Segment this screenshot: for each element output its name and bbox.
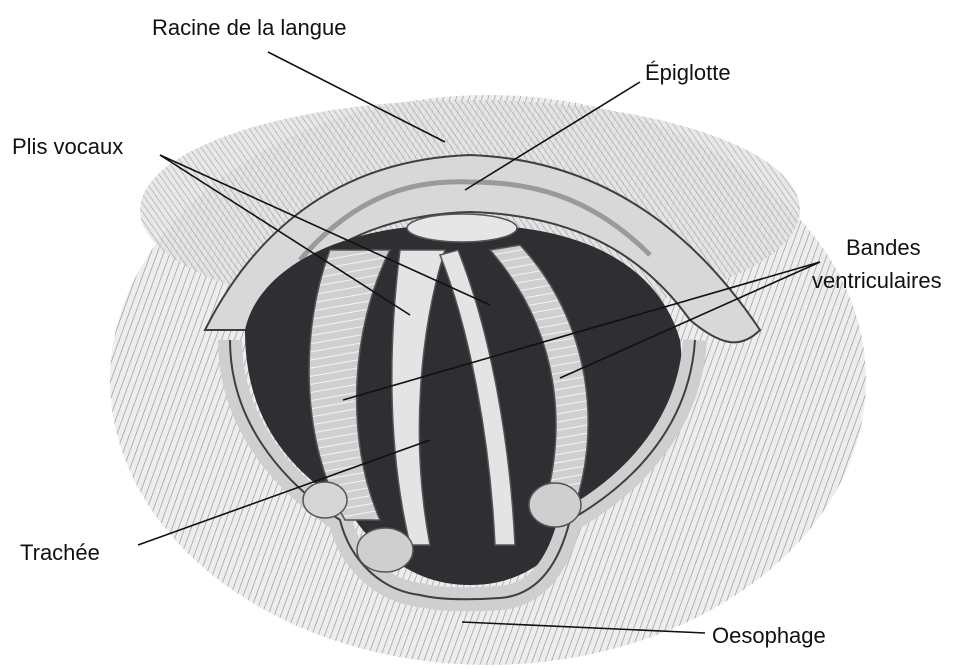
label-ventricular-bands-2: ventriculaires bbox=[812, 268, 942, 293]
arytenoid-right bbox=[529, 483, 581, 527]
label-esophagus: Oesophage bbox=[712, 623, 826, 648]
label-vocal-folds: Plis vocaux bbox=[12, 134, 123, 159]
label-tongue-root: Racine de la langue bbox=[152, 15, 346, 40]
arytenoid-left bbox=[357, 528, 413, 572]
label-epiglottis: Épiglotte bbox=[645, 60, 731, 85]
cuneiform-left bbox=[303, 482, 347, 518]
epiglottis-tubercle bbox=[407, 214, 517, 242]
label-trachea: Trachée bbox=[20, 540, 100, 565]
label-ventricular-bands-1: Bandes bbox=[846, 235, 921, 260]
illustration bbox=[110, 95, 866, 665]
